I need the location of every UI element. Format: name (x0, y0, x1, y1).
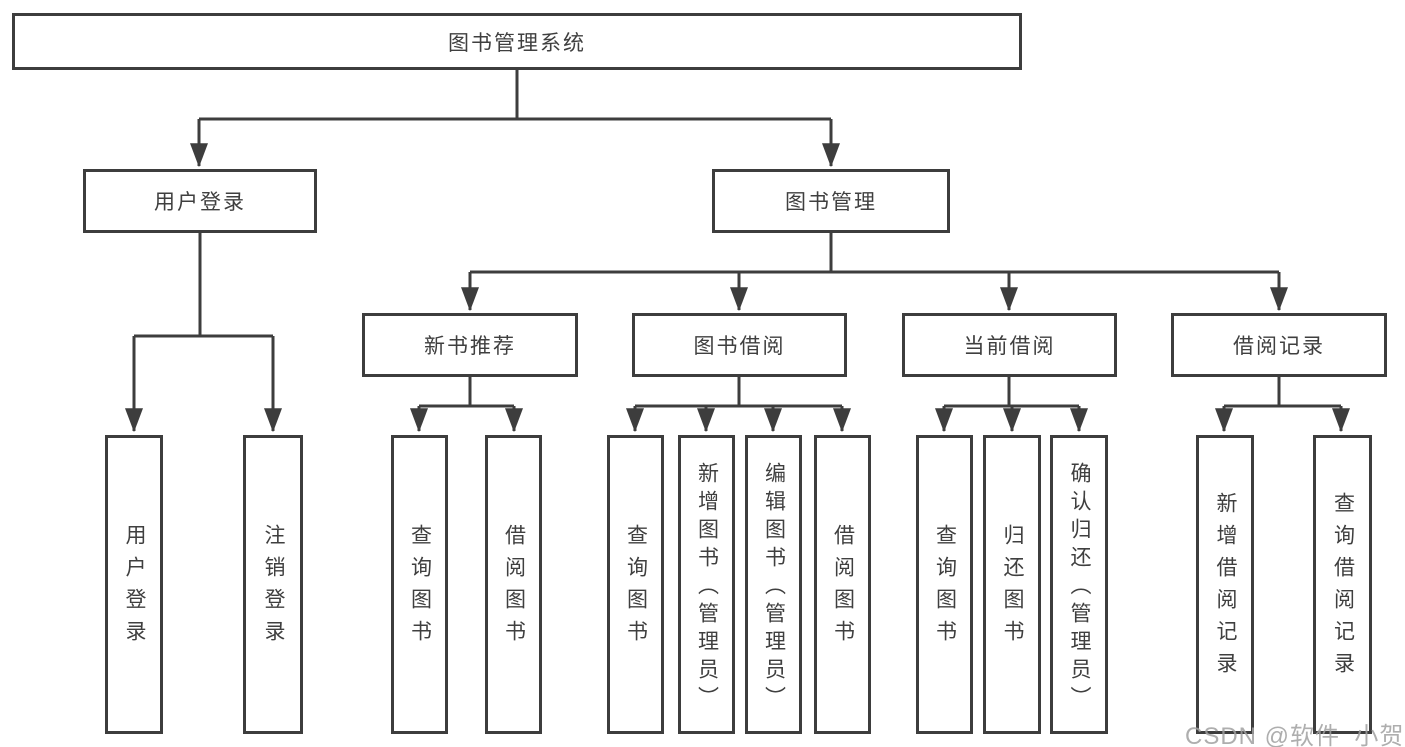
node-root-system: 图书管理系统 (12, 13, 1022, 70)
node-leaf-add-books-admin: 新增图书（管理员） (678, 435, 735, 734)
node-borrow-records: 借阅记录 (1171, 313, 1387, 377)
node-leaf-add-borrow-record: 新增借阅记录 (1196, 435, 1254, 734)
node-book-borrow: 图书借阅 (632, 313, 847, 377)
node-leaf-logout: 注销登录 (243, 435, 303, 734)
node-leaf-query-books-1: 查询图书 (391, 435, 448, 734)
node-leaf-borrow-books-1: 借阅图书 (485, 435, 542, 734)
node-leaf-confirm-return-admin: 确认归还（管理员） (1050, 435, 1108, 734)
node-user-login: 用户登录 (83, 169, 317, 233)
node-leaf-borrow-books-2: 借阅图书 (814, 435, 871, 734)
node-leaf-query-borrow-record: 查询借阅记录 (1313, 435, 1372, 734)
node-leaf-query-books-2: 查询图书 (607, 435, 664, 734)
node-book-management: 图书管理 (712, 169, 950, 233)
csdn-watermark: CSDN @软件_小贺同学 (1185, 723, 1405, 747)
node-current-borrow: 当前借阅 (902, 313, 1117, 377)
node-leaf-edit-books-admin: 编辑图书（管理员） (745, 435, 802, 734)
node-new-book-recommend: 新书推荐 (362, 313, 578, 377)
node-leaf-user-login: 用户登录 (105, 435, 163, 734)
node-leaf-return-books: 归还图书 (983, 435, 1041, 734)
node-leaf-query-books-3: 查询图书 (916, 435, 973, 734)
